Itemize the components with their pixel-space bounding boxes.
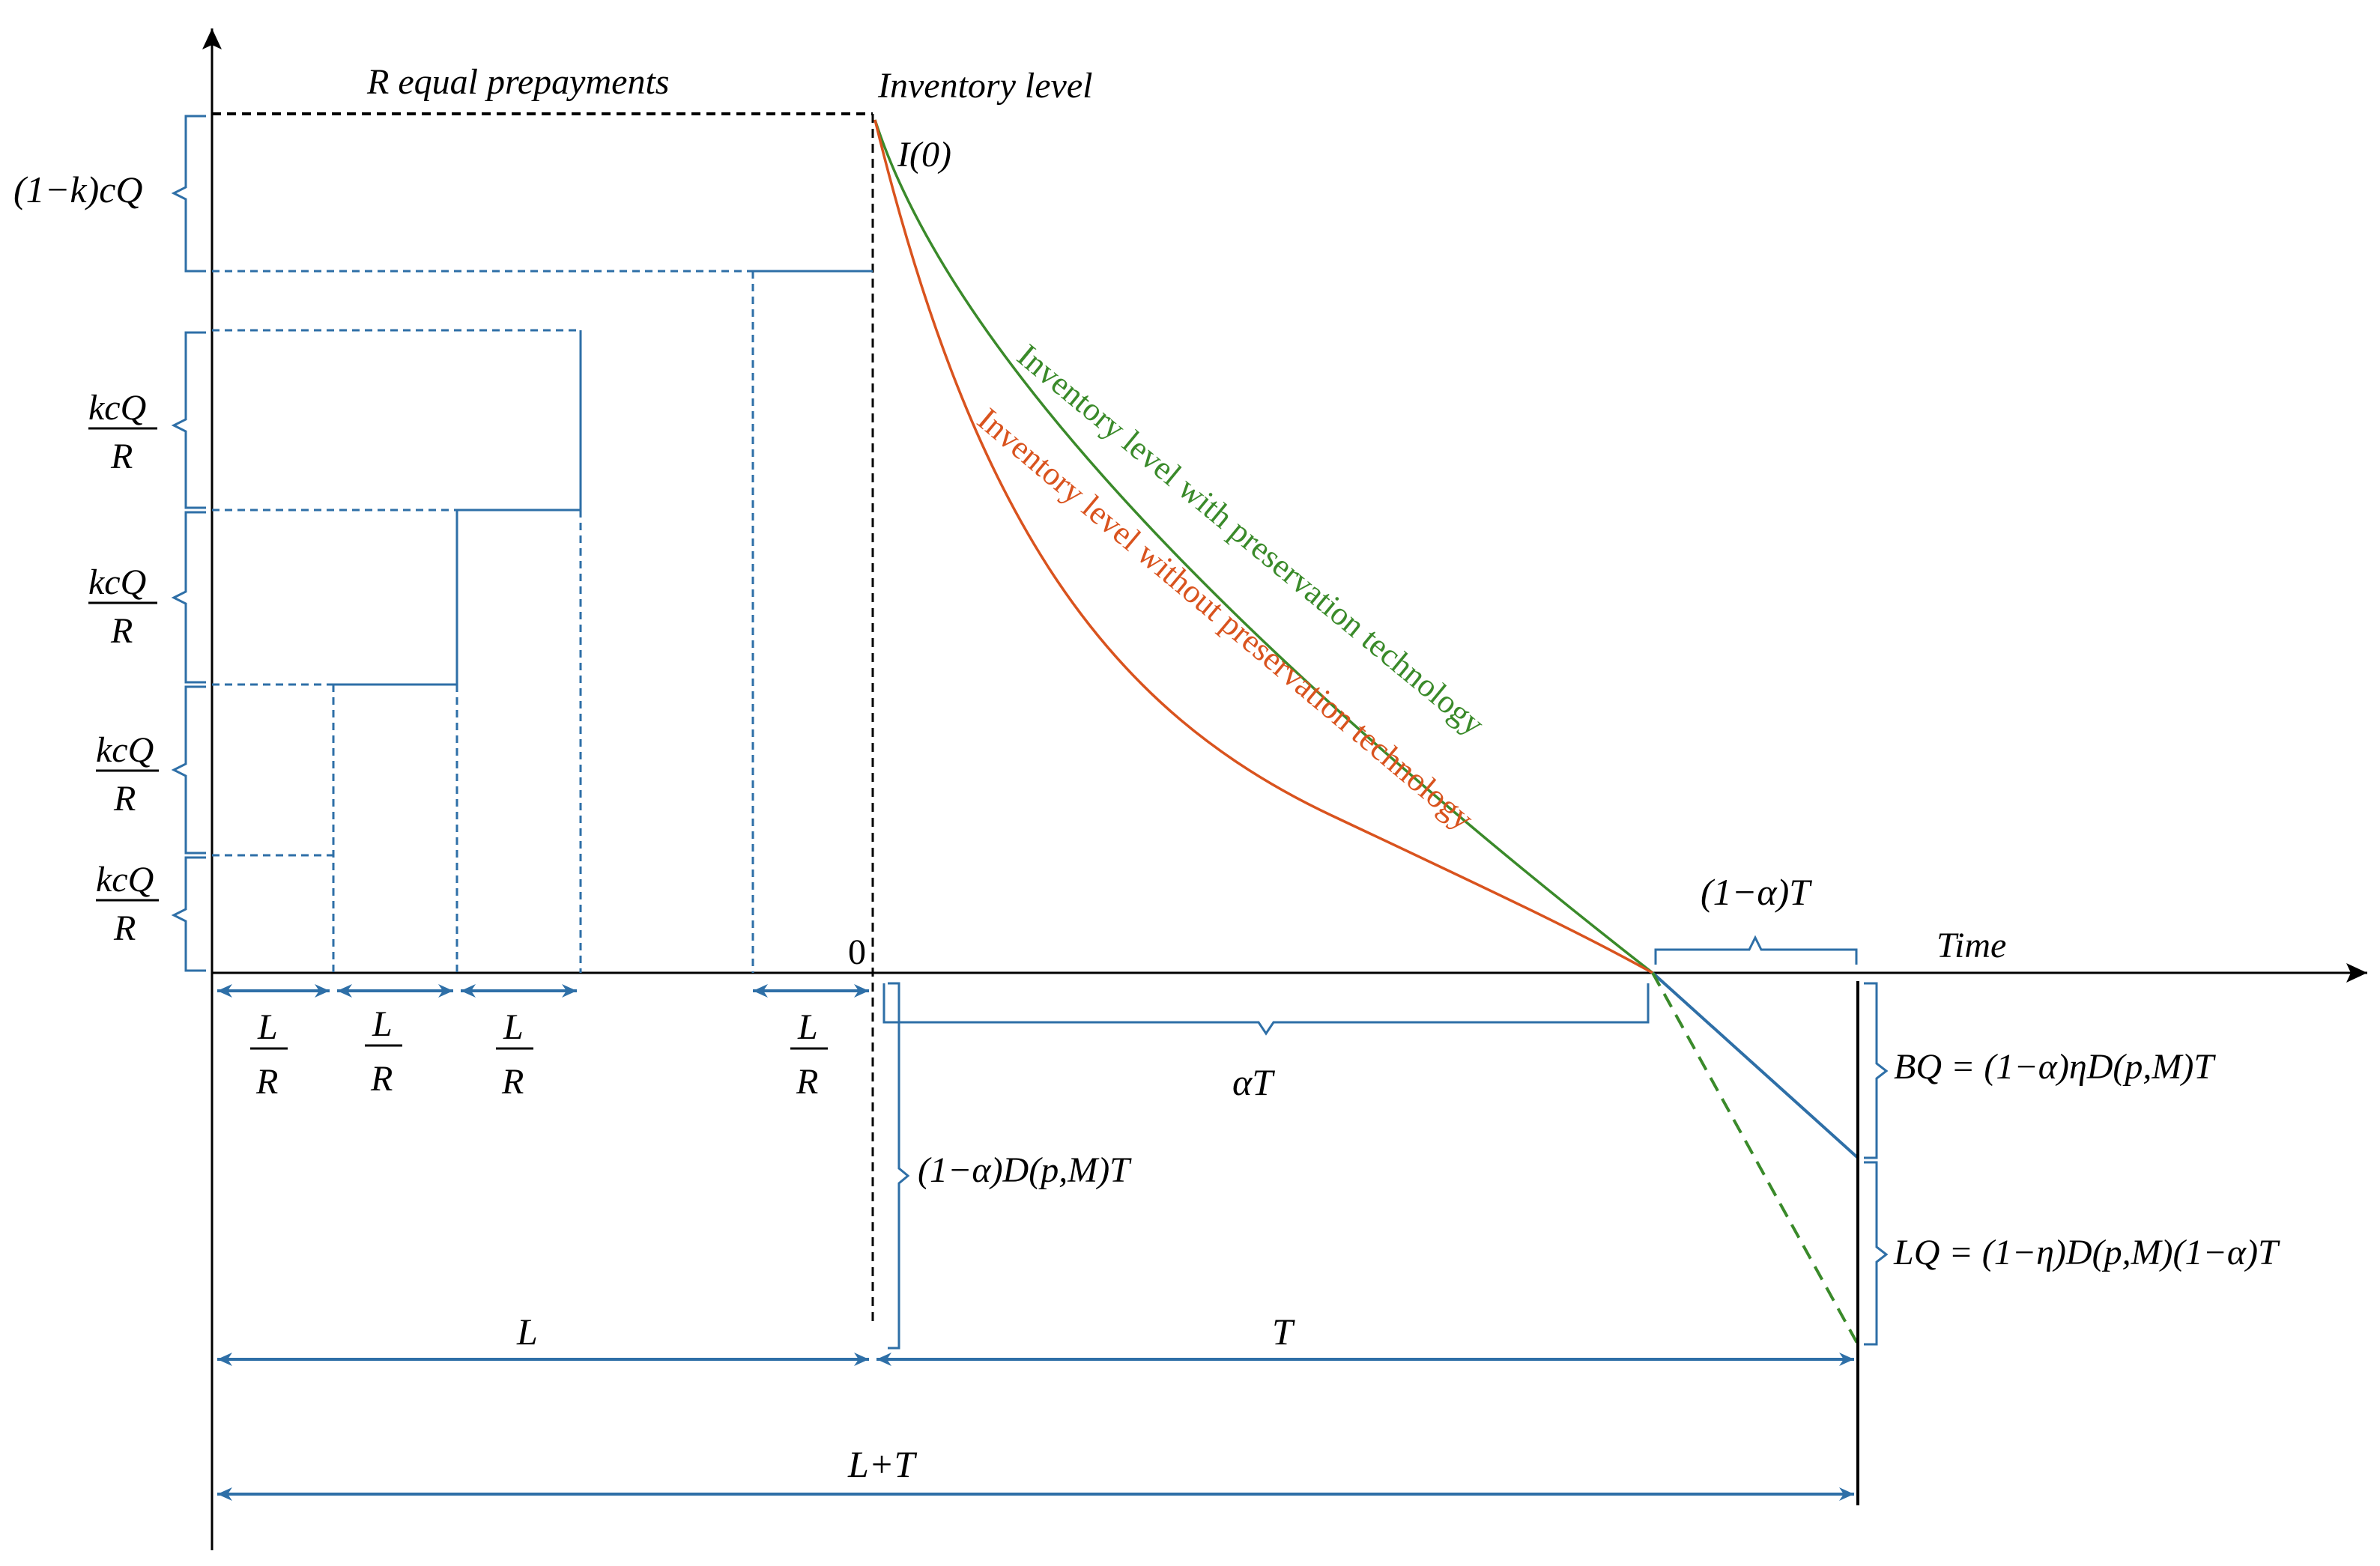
- kcq-fraction-3: kcQ R: [96, 730, 159, 819]
- label-t: T: [1272, 1311, 1295, 1353]
- kcq-fraction-1: kcQ R: [88, 388, 157, 476]
- l-over-r-fraction-2: L R: [365, 1004, 402, 1099]
- kcq-numerator: kcQ: [96, 860, 154, 899]
- svg-text:R: R: [255, 1062, 278, 1102]
- label-alpha-t: αT: [1232, 1061, 1275, 1103]
- kcq-denominator: R: [113, 779, 136, 819]
- label-time: Time: [1937, 926, 2006, 965]
- label-one-minus-k-cq: (1−k)cQ: [13, 169, 143, 210]
- label-bq: BQ = (1−α)ηD(p,M)T: [1894, 1047, 2216, 1087]
- kcq-denominator: R: [110, 611, 133, 651]
- svg-text:L: L: [372, 1004, 393, 1044]
- label-l: L: [516, 1311, 538, 1353]
- kcq-numerator: kcQ: [88, 388, 146, 428]
- kcq-denominator: R: [113, 908, 136, 948]
- l-over-r-fraction-1: L R: [250, 1007, 288, 1102]
- kcq-fraction-4: kcQ R: [96, 860, 159, 948]
- label-l-plus-t: L+T: [847, 1443, 918, 1485]
- label-i0: I(0): [897, 135, 951, 174]
- label-r-equal-prepayments: R equal prepayments: [366, 62, 669, 102]
- svg-text:R: R: [370, 1059, 393, 1099]
- label-backorder-demand: (1−α)D(p,M)T: [918, 1150, 1132, 1190]
- left-braces: [171, 115, 206, 972]
- lost-sales-dashed-line: [1651, 972, 1859, 1345]
- svg-text:L: L: [797, 1007, 818, 1047]
- label-one-minus-alpha-t: (1−α)T: [1701, 871, 1812, 913]
- l-over-r-fraction-3: L R: [496, 1007, 533, 1102]
- label-inventory-level: Inventory level: [877, 66, 1093, 106]
- curve-without-preservation-technology: [873, 119, 1653, 974]
- label-with-preservation-technology: Inventory level with preservation techno…: [1011, 337, 1492, 742]
- label-zero: 0: [848, 932, 866, 972]
- svg-text:L: L: [503, 1007, 524, 1047]
- kcq-numerator: kcQ: [88, 562, 146, 602]
- backorder-line: [1651, 971, 1859, 1159]
- kcq-denominator: R: [110, 437, 133, 476]
- svg-text:R: R: [796, 1062, 818, 1102]
- svg-text:R: R: [501, 1062, 524, 1102]
- label-without-preservation-technology: Inventory level without preservation tec…: [971, 401, 1481, 837]
- kcq-fraction-2: kcQ R: [88, 562, 157, 651]
- curve-with-preservation-technology: [873, 119, 1654, 974]
- l-over-r-fraction-4: L R: [790, 1007, 828, 1102]
- label-lq: LQ = (1−η)D(p,M)(1−α)T: [1893, 1233, 2280, 1272]
- right-braces: [882, 935, 1889, 1350]
- kcq-numerator: kcQ: [96, 730, 154, 770]
- svg-text:L: L: [257, 1007, 278, 1047]
- prepayment-steps: [212, 270, 873, 973]
